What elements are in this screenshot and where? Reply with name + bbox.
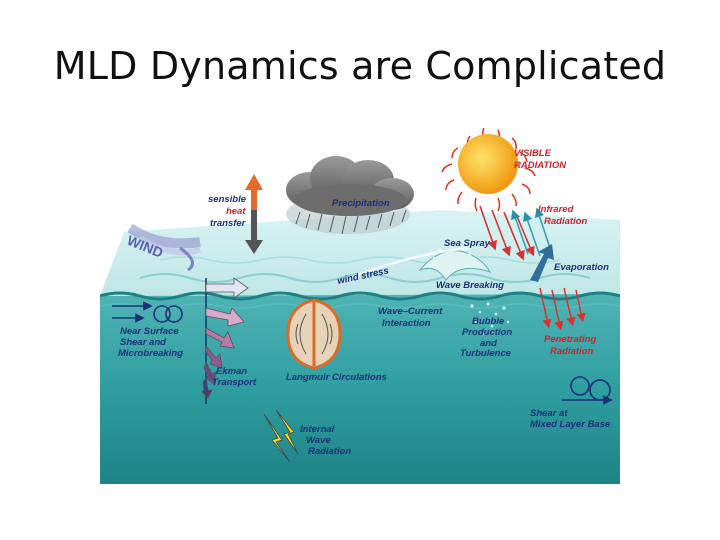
surface-waves [139, 273, 591, 283]
langmuir-cells-icon [286, 298, 342, 370]
wind-stress-arrow [349, 246, 471, 280]
label-bubble-4: Turbulence [460, 348, 512, 359]
label-near-surface-3: Microbreaking [118, 348, 183, 359]
label-langmuir: Langmuir Circulations [286, 372, 387, 383]
label-sensible-2: heat [226, 206, 246, 217]
mixed-layer-diagram: VISIBLE RADIATION sensible heat transfer… [100, 128, 620, 484]
slide-title: MLD Dynamics are Complicated [53, 44, 667, 88]
heat-minus-sign: – [257, 217, 262, 226]
label-shear-base-1: Shear at [530, 408, 568, 419]
label-internal-1: Internal [300, 424, 335, 435]
evaporation-arrow [530, 244, 554, 282]
wind-icon [127, 223, 201, 272]
label-ekman-1: Ekman [216, 366, 247, 377]
heat-plus-sign: + [257, 203, 262, 212]
sensible-heat-arrow [245, 174, 263, 254]
label-bubble-2: Production [462, 327, 512, 338]
label-internal-3: Radiation [308, 446, 351, 457]
ekman-transport-arrows [201, 277, 249, 404]
bubbles-icon [470, 302, 510, 335]
label-internal-2: Wave [306, 435, 331, 446]
label-bubble-3: and [480, 338, 497, 349]
label-sensible-1: sensible [208, 194, 247, 205]
label-shear-base-2: Mixed Layer Base [530, 419, 611, 430]
ocean-body [100, 294, 620, 484]
label-ekman-2: Transport [212, 377, 257, 388]
label-near-surface-2: Shear and [120, 337, 166, 348]
label-infrared-2: Radiation [544, 216, 587, 227]
label-wave-current-1: Wave–Current [378, 306, 443, 317]
label-visible-radiation-1: VISIBLE [514, 148, 552, 159]
label-sea-spray: Sea Spray [444, 238, 491, 249]
ocean-surface [100, 210, 620, 296]
sun-icon [441, 128, 536, 212]
mixed-layer-shear-icon [562, 376, 613, 405]
label-penetrating-2: Radiation [550, 346, 593, 357]
rain-cloud-icon [286, 156, 414, 235]
internal-wave-icon [263, 409, 299, 463]
label-near-surface-1: Near Surface [120, 326, 179, 337]
label-wave-current-2: Interaction [382, 318, 431, 329]
label-evaporation: Evaporation [554, 262, 609, 273]
label-infrared-1: Infrared [538, 204, 574, 215]
penetrating-radiation-arrows [539, 287, 586, 331]
label-wave-breaking: Wave Breaking [436, 280, 504, 291]
near-surface-shear-arrows [112, 301, 183, 323]
label-sensible-3: transfer [210, 218, 247, 229]
label-bubble-1: Bubble [472, 316, 505, 327]
label-precipitation: Precipitation [332, 198, 390, 209]
label-visible-radiation-2: RADIATION [514, 160, 567, 171]
label-penetrating-1: Penetrating [544, 334, 596, 345]
